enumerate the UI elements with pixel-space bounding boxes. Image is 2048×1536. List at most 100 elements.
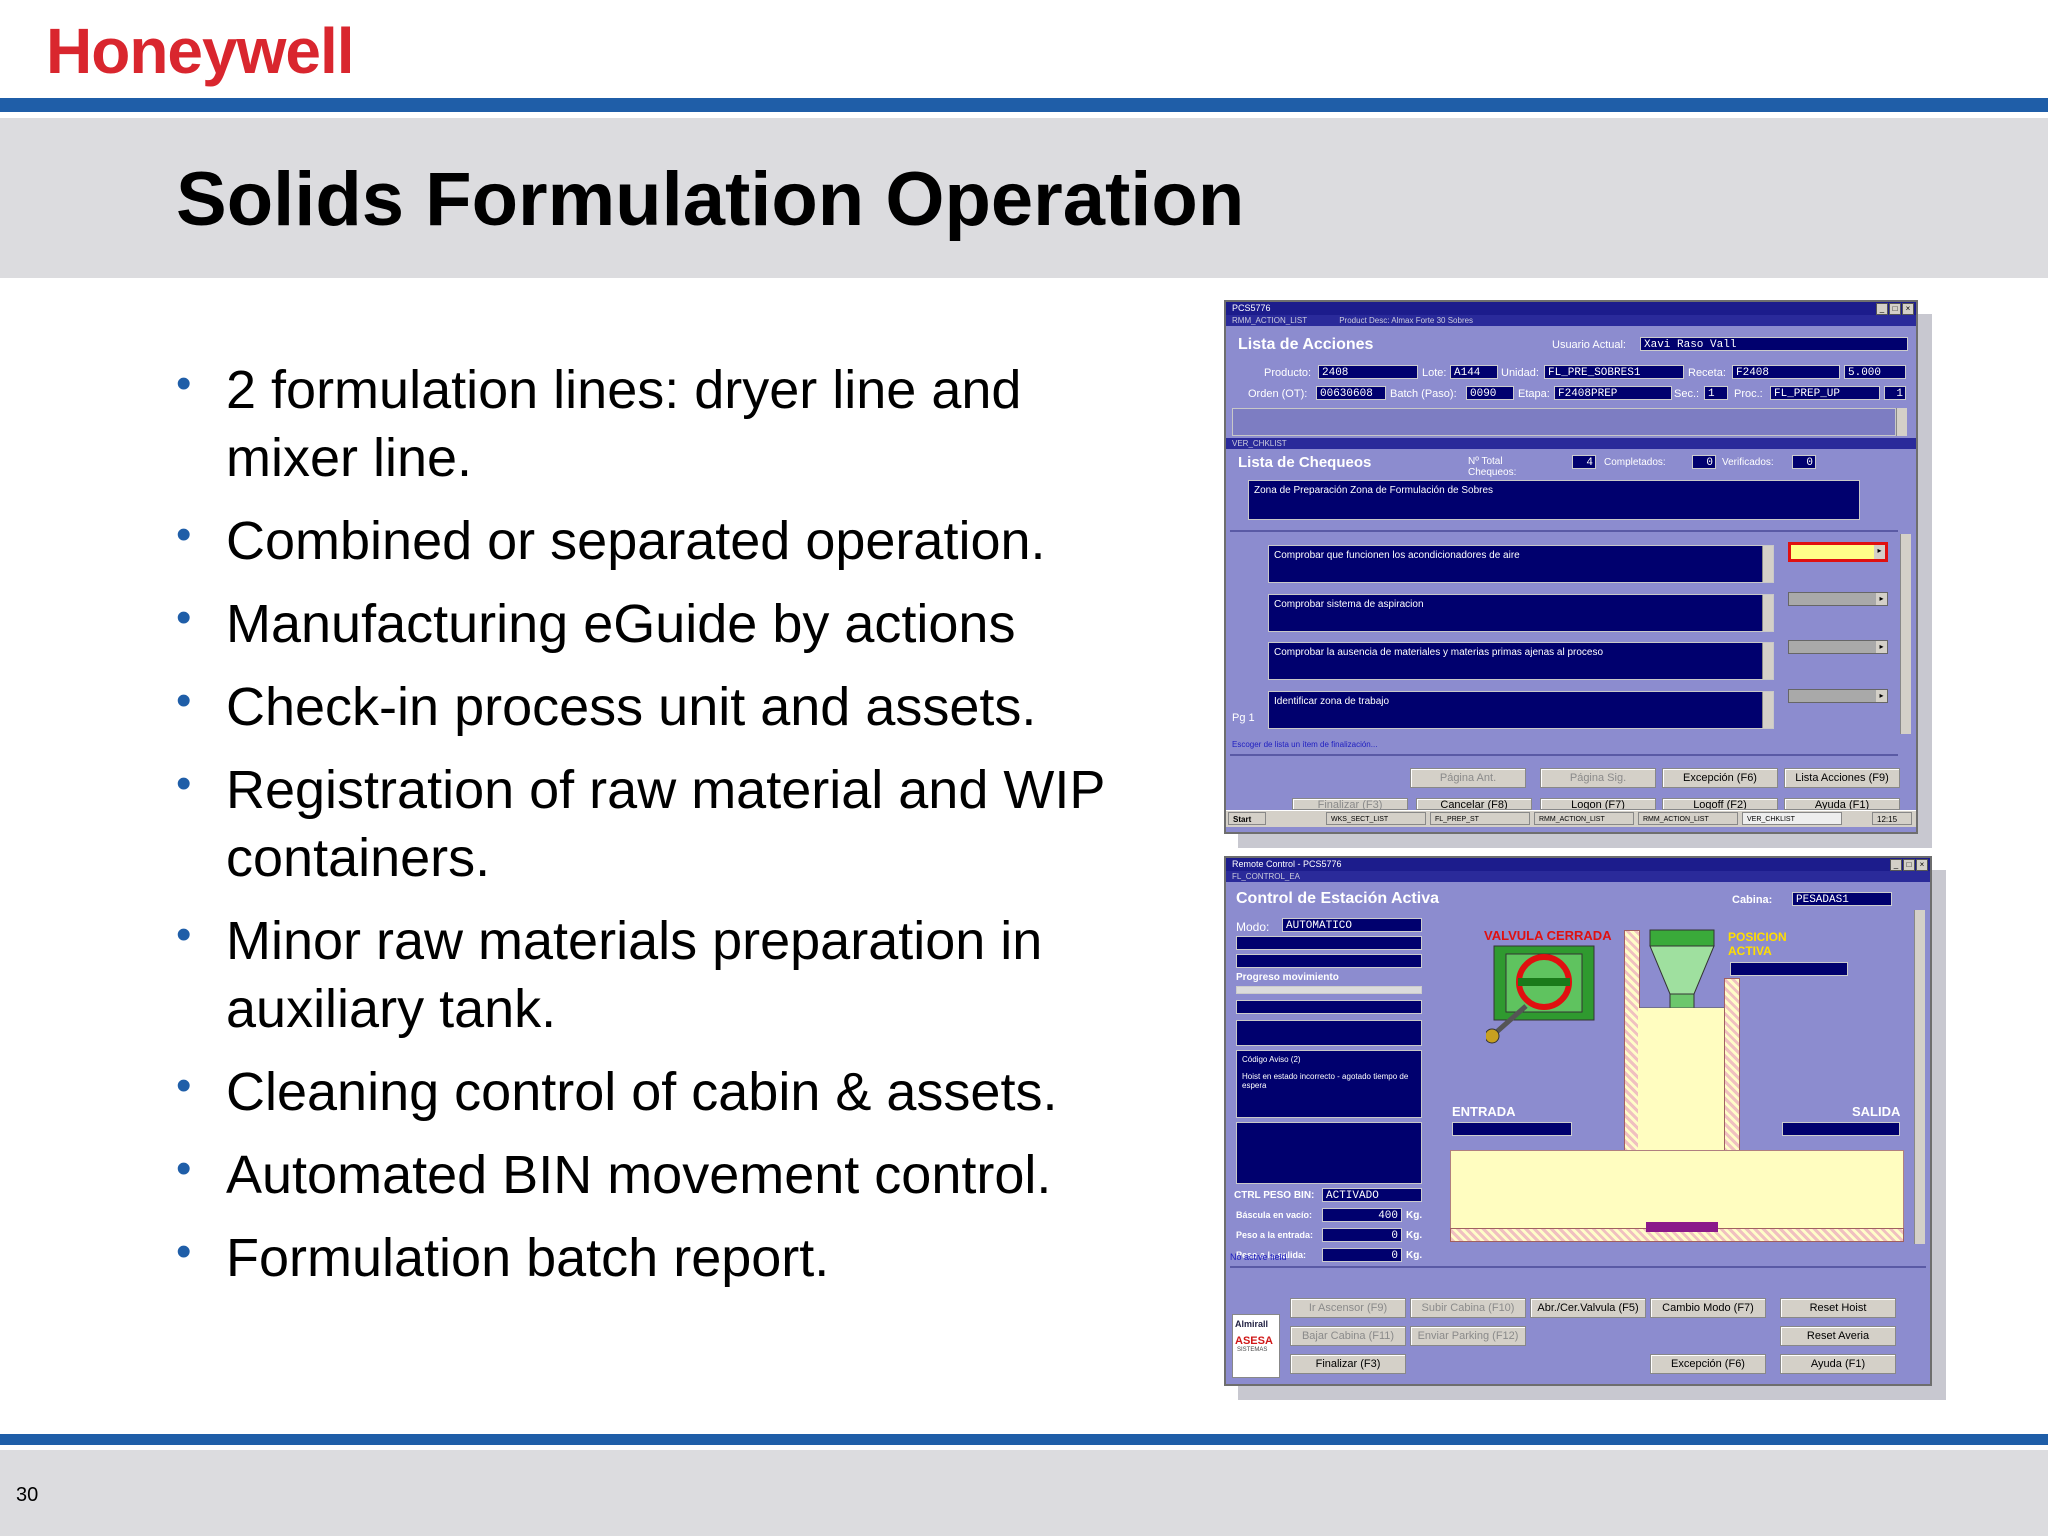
actions-scroll-area (1232, 408, 1896, 436)
maximize-icon[interactable]: □ (1903, 859, 1915, 871)
action-list-window: PCS5776 _□× RMM_ACTION_LIST Product Desc… (1224, 300, 1918, 834)
producto-field: 2408 (1318, 365, 1418, 379)
reset-fault-button[interactable]: Reset Averia (1780, 1326, 1896, 1346)
station-control-window: Remote Control - PCS5776 _□× FL_CONTROL_… (1224, 856, 1932, 1386)
floor-area (1450, 1150, 1904, 1230)
taskbar-item[interactable]: RMM_ACTION_LIST (1638, 812, 1738, 825)
close-icon[interactable]: × (1902, 303, 1914, 315)
bullet-list: •2 formulation lines: dryer line and mix… (176, 356, 1156, 1307)
prev-page-button[interactable]: Página Ant. (1410, 768, 1526, 788)
receta-version-field: 5.000 (1844, 365, 1906, 379)
maximize-icon[interactable]: □ (1889, 303, 1901, 315)
progress-bar (1236, 986, 1422, 994)
minimize-icon[interactable]: _ (1890, 859, 1902, 871)
change-mode-button[interactable]: Cambio Modo (F7) (1650, 1298, 1766, 1318)
sec-field: 1 (1704, 386, 1728, 400)
synoptic-scrollbar[interactable] (1914, 910, 1925, 1244)
bullet-item: •Minor raw materials preparation in auxi… (176, 907, 1156, 1043)
bullet-item: •2 formulation lines: dryer line and mix… (176, 356, 1156, 492)
verificados-field: 0 (1792, 455, 1816, 469)
check-item[interactable]: Comprobar sistema de aspiracion (1268, 594, 1774, 632)
logon-button[interactable]: Logon (F7) (1540, 798, 1656, 810)
position-field (1730, 962, 1848, 976)
slide-title: Solids Formulation Operation (176, 157, 1245, 242)
bullet-dot-icon: • (176, 510, 192, 559)
exception-button[interactable]: Excepción (F6) (1650, 1354, 1766, 1374)
brand-panel: Almirall ASESA SISTEMAS (1232, 1314, 1280, 1378)
bullet-dot-icon: • (176, 1061, 192, 1110)
status-line: Escoger de lista un ítem de finalización… (1232, 740, 1378, 749)
raise-cabin-button[interactable]: Subir Cabina (F10) (1410, 1298, 1526, 1318)
page-number: 30 (16, 1484, 39, 1506)
honeywell-logo: Honeywell (46, 15, 355, 87)
check-result-dropdown[interactable]: ▸ (1788, 542, 1888, 562)
bullet-item: •Cleaning control of cabin & assets. (176, 1058, 1156, 1126)
chevron-down-icon: ▸ (1876, 593, 1887, 605)
actions-scrollbar[interactable] (1896, 408, 1907, 436)
completados-field: 0 (1692, 455, 1716, 469)
check-result-dropdown[interactable]: ▸ (1788, 592, 1888, 606)
help-button[interactable]: Ayuda (F1) (1780, 1354, 1896, 1374)
chevron-down-icon: ▸ (1874, 545, 1885, 559)
bullet-item: •Registration of raw material and WIP co… (176, 756, 1156, 892)
status-line: No active field (1230, 1252, 1287, 1262)
chevron-down-icon: ▸ (1876, 690, 1887, 702)
zone-text-box: Zona de Preparación Zona de Formulación … (1248, 480, 1860, 520)
bullet-item: •Automated BIN movement control. (176, 1141, 1156, 1209)
window1-titlebar: PCS5776 _□× (1226, 302, 1916, 315)
user-field: Xavi Raso Vall (1640, 337, 1908, 351)
logoff-button[interactable]: Logoff (F2) (1662, 798, 1778, 810)
check-result-dropdown[interactable]: ▸ (1788, 640, 1888, 654)
peso-entrada-field: 0 (1322, 1228, 1402, 1242)
checklist-subbar: VER_CHKLIST (1226, 438, 1916, 449)
action-list-button[interactable]: Lista Acciones (F9) (1784, 768, 1900, 788)
taskbar-item[interactable]: WKS_SECT_LIST (1326, 812, 1426, 825)
bullet-item: •Check-in process unit and assets. (176, 673, 1156, 741)
bullet-dot-icon: • (176, 759, 192, 808)
check-item[interactable]: Identificar zona de trabajo (1268, 691, 1774, 729)
taskbar-item[interactable]: RMM_ACTION_LIST (1534, 812, 1634, 825)
start-button[interactable]: Start (1228, 812, 1266, 825)
valve-toggle-button[interactable]: Abr./Cer.Valvula (F5) (1530, 1298, 1646, 1318)
bullet-dot-icon: • (176, 1144, 192, 1193)
acciones-header: Lista de Acciones (1238, 336, 1374, 353)
cancel-button[interactable]: Cancelar (F8) (1416, 798, 1532, 810)
taskbar-item[interactable]: VER_CHKLIST (1742, 812, 1842, 825)
chequeos-header: Lista de Chequeos (1238, 454, 1372, 471)
bullet-item: •Formulation batch report. (176, 1224, 1156, 1292)
check-item[interactable]: Comprobar la ausencia de materiales y ma… (1268, 642, 1774, 680)
check-result-dropdown[interactable]: ▸ (1788, 689, 1888, 703)
alarm-box: Código Aviso (2) Hoist en estado incorre… (1236, 1050, 1422, 1118)
bottom-rule (0, 1434, 2048, 1445)
proc-num-field: 1 (1884, 386, 1906, 400)
orden-field: 00630608 (1316, 386, 1386, 400)
user-label: Usuario Actual: (1552, 339, 1626, 351)
bullet-dot-icon: • (176, 1227, 192, 1276)
finish-button[interactable]: Finalizar (F3) (1292, 798, 1408, 810)
cabina-field: PESADAS1 (1792, 892, 1892, 906)
bascula-field: 400 (1322, 1208, 1402, 1222)
taskbar: Start WKS_SECT_LIST FL_PREP_ST RMM_ACTIO… (1226, 810, 1916, 827)
asesa-logo: ASESA (1235, 1335, 1273, 1347)
lote-field: A144 (1450, 365, 1498, 379)
help-button[interactable]: Ayuda (F1) (1784, 798, 1900, 810)
bin-marker (1646, 1222, 1718, 1232)
close-icon[interactable]: × (1916, 859, 1928, 871)
checks-scrollbar[interactable] (1900, 534, 1911, 734)
go-elevator-button[interactable]: Ir Ascensor (F9) (1290, 1298, 1406, 1318)
cabin-column (1638, 1008, 1724, 1176)
top-rule (0, 98, 2048, 112)
position-label: POSICION ACTIVA (1728, 930, 1787, 958)
lower-cabin-button[interactable]: Bajar Cabina (F11) (1290, 1326, 1406, 1346)
footer-band (0, 1450, 2048, 1536)
taskbar-item[interactable]: FL_PREP_ST (1430, 812, 1530, 825)
finish-button[interactable]: Finalizar (F3) (1290, 1354, 1406, 1374)
exception-button[interactable]: Excepción (F6) (1662, 768, 1778, 788)
send-parking-button[interactable]: Enviar Parking (F12) (1410, 1326, 1526, 1346)
ctrl-peso-label: CTRL PESO BIN: (1234, 1190, 1315, 1201)
check-item[interactable]: Comprobar que funcionen los acondicionad… (1268, 545, 1774, 583)
batch-field: 0090 (1466, 386, 1514, 400)
next-page-button[interactable]: Página Sig. (1540, 768, 1656, 788)
reset-hoist-button[interactable]: Reset Hoist (1780, 1298, 1896, 1318)
minimize-icon[interactable]: _ (1876, 303, 1888, 315)
